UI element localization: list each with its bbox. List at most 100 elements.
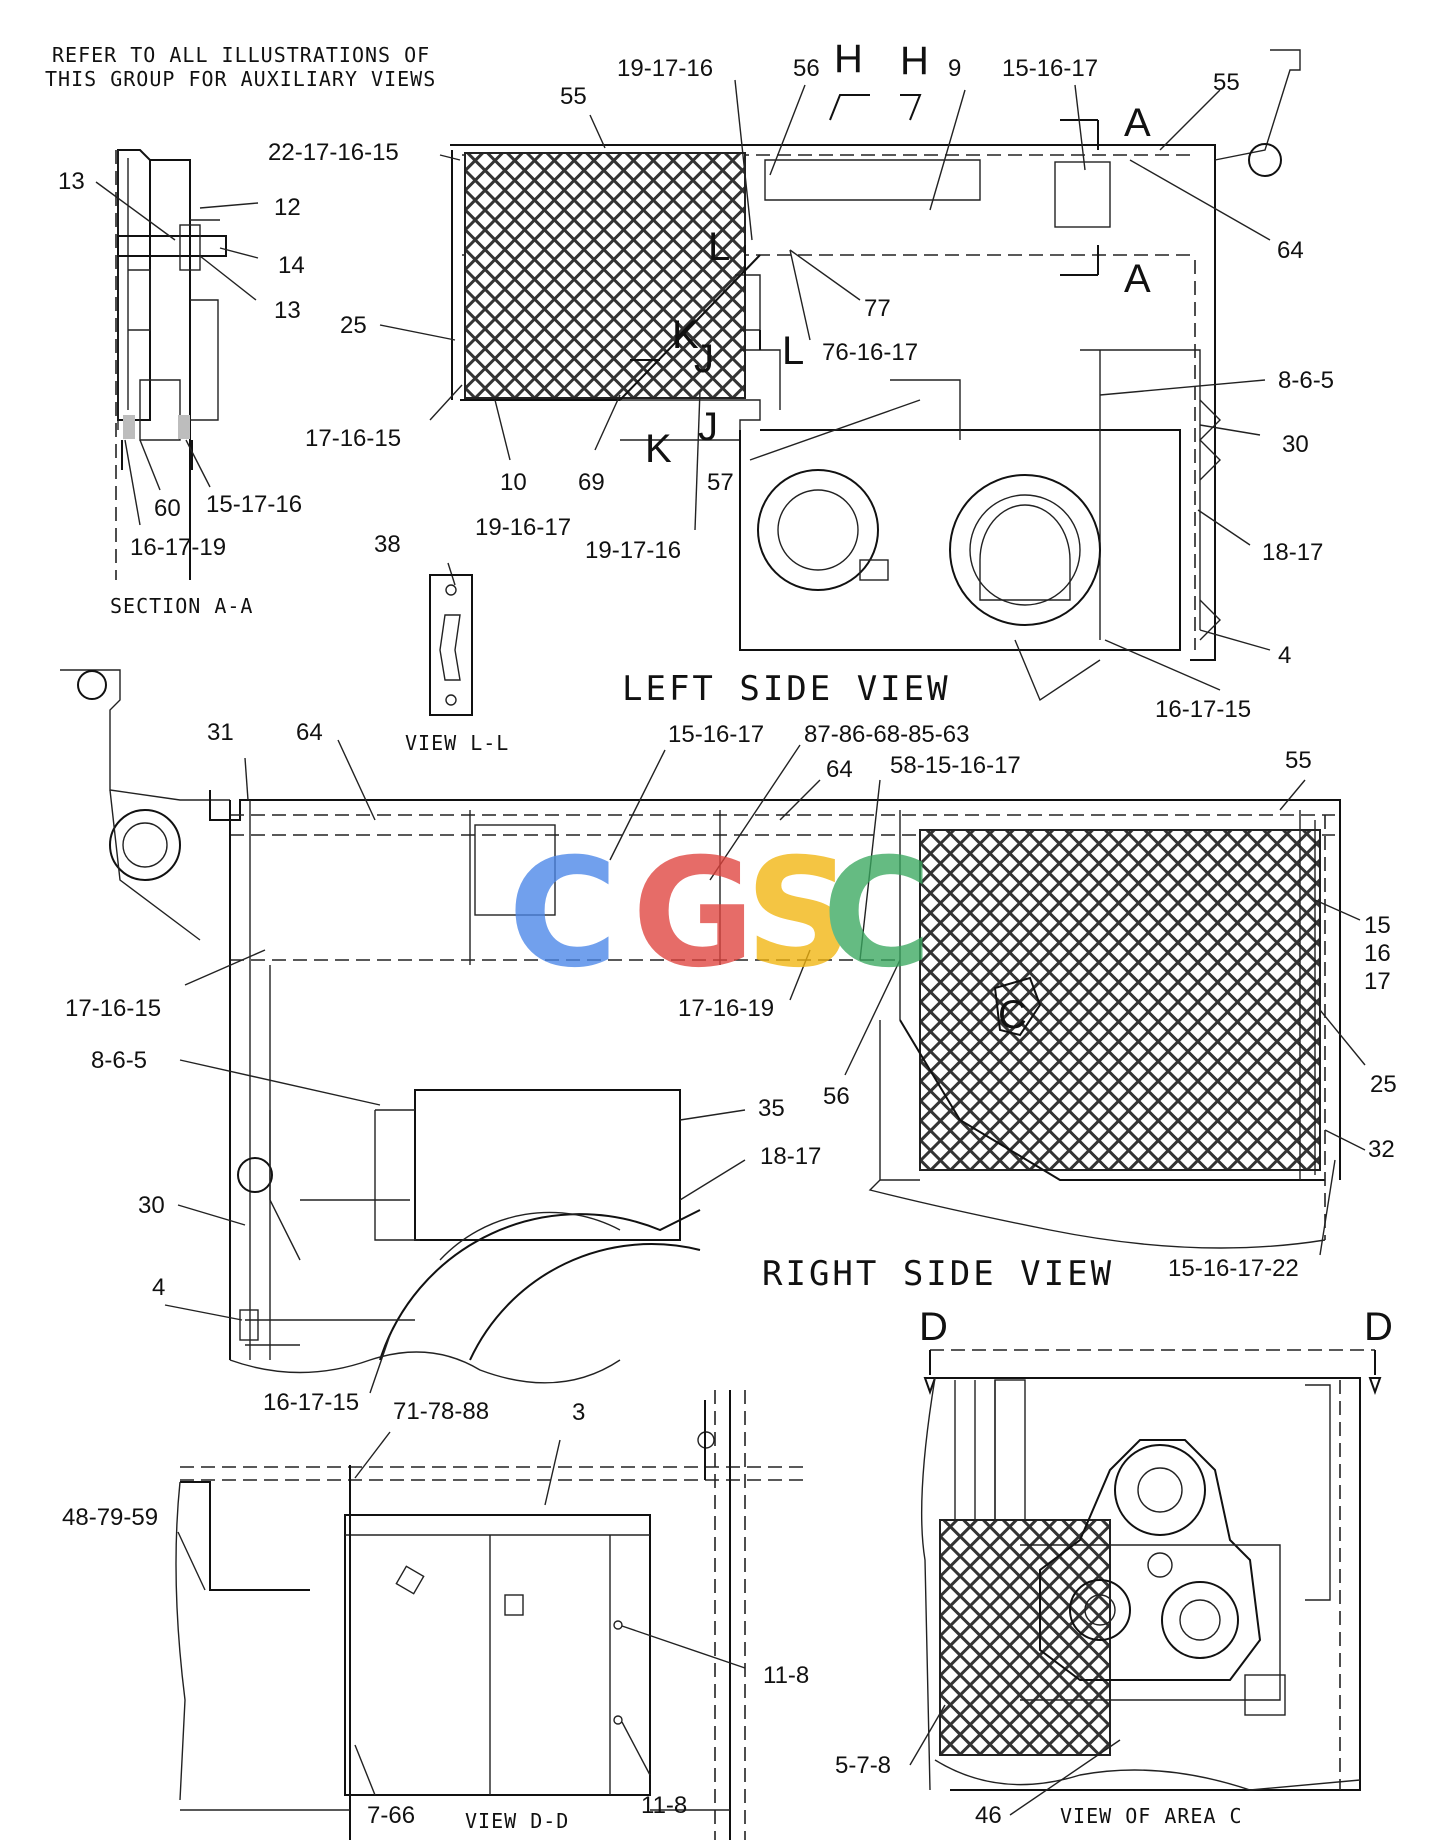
header-note-line-1: REFER TO ALL ILLUSTRATIONS OF bbox=[52, 43, 430, 67]
callout-right-side-9: 16 bbox=[1364, 940, 1391, 967]
callout-section-aa-5: 60 bbox=[154, 495, 181, 522]
view-dd-title: VIEW D-D bbox=[465, 1809, 569, 1833]
marker-l-1: L bbox=[708, 225, 730, 269]
callout-section-aa-3: 14 bbox=[278, 252, 305, 279]
callout-view-dd-2: 3 bbox=[572, 1399, 585, 1426]
marker-k-1: K bbox=[672, 313, 699, 357]
callout-right-side-14: 8-6-5 bbox=[91, 1047, 147, 1074]
callout-left-side-9: 77 bbox=[864, 295, 891, 322]
marker-h-1: H bbox=[834, 37, 863, 81]
callout-right-side-17: 32 bbox=[1368, 1136, 1395, 1163]
callout-view-dd-1: 71-78-88 bbox=[393, 1398, 489, 1425]
callout-view-area-c-1: 5-7-8 bbox=[835, 1752, 891, 1779]
watermark-letter-g: G bbox=[632, 827, 755, 1001]
callout-left-side-10: 25 bbox=[340, 312, 367, 339]
callout-view-dd-3: 48-79-59 bbox=[62, 1504, 158, 1531]
callout-left-side-19: 19-17-16 bbox=[585, 537, 681, 564]
callout-right-side-8: 15 bbox=[1364, 912, 1391, 939]
view-area-c-leaders bbox=[909, 1704, 1121, 1816]
marker-j-1: J bbox=[694, 337, 714, 381]
marker-d-2: D bbox=[1364, 1305, 1393, 1349]
right-side-view-title: RIGHT SIDE VIEW bbox=[762, 1254, 1114, 1294]
callout-left-side-1: 55 bbox=[560, 83, 587, 110]
right-mesh-panel bbox=[919, 829, 1321, 1171]
callout-right-side-11: 17-16-15 bbox=[65, 995, 161, 1022]
header-note-line-2: THIS GROUP FOR AUXILIARY VIEWS bbox=[45, 67, 436, 91]
callout-right-side-16: 35 bbox=[758, 1095, 785, 1122]
callout-left-side-16: 69 bbox=[578, 469, 605, 496]
callout-left-side-18: 19-16-17 bbox=[475, 514, 571, 541]
callout-left-side-5: 15-16-17 bbox=[1002, 55, 1098, 82]
marker-k-2: K bbox=[645, 427, 672, 471]
callout-right-side-13: 25 bbox=[1370, 1071, 1397, 1098]
callout-left-side-6: 55 bbox=[1213, 69, 1240, 96]
callout-view-dd-5: 11-8 bbox=[641, 1792, 687, 1819]
callout-left-side-11: 76-16-17 bbox=[822, 339, 918, 366]
view-ll-drawing bbox=[429, 574, 473, 716]
section-aa-drawing bbox=[115, 149, 227, 580]
callout-right-side-3: 15-16-17 bbox=[668, 721, 764, 748]
callout-section-aa-1: 13 bbox=[58, 168, 85, 195]
callout-right-side-6: 58-15-16-17 bbox=[890, 752, 1021, 779]
callout-section-aa-4: 13 bbox=[274, 297, 301, 324]
callout-right-side-22: 16-17-15 bbox=[263, 1389, 359, 1416]
callout-left-side-2: 19-17-16 bbox=[617, 55, 713, 82]
marker-a-top: A bbox=[1124, 101, 1151, 145]
left-mesh-panel bbox=[464, 152, 746, 399]
callout-right-side-20: 15-16-17-22 bbox=[1168, 1255, 1299, 1282]
callout-section-aa-6: 15-17-16 bbox=[206, 491, 302, 518]
callout-right-side-2: 64 bbox=[296, 719, 323, 746]
view-area-c-drawing bbox=[920, 1349, 1382, 1791]
callout-view-area-c-2: 46 bbox=[975, 1802, 1002, 1829]
callout-section-aa-2: 12 bbox=[274, 194, 301, 221]
area-c-shield bbox=[993, 976, 1042, 1037]
marker-c: C bbox=[998, 993, 1027, 1037]
callout-view-dd-4: 11-8 bbox=[763, 1662, 809, 1689]
callout-left-side-12: 8-6-5 bbox=[1278, 367, 1334, 394]
callout-left-side-8: 64 bbox=[1277, 237, 1304, 264]
view-dd-drawing bbox=[175, 1390, 810, 1840]
callout-right-side-12: 17-16-19 bbox=[678, 995, 774, 1022]
right-side-leaders bbox=[164, 739, 1366, 1394]
callout-left-side-3: 56 bbox=[793, 55, 820, 82]
marker-a-bottom: A bbox=[1124, 257, 1151, 301]
callout-left-side-13: 30 bbox=[1282, 431, 1309, 458]
callout-view-dd-6: 7-66 bbox=[367, 1802, 415, 1829]
callout-left-side-22: 16-17-15 bbox=[1155, 696, 1251, 723]
watermark-letter-c: C bbox=[508, 827, 618, 1001]
callout-right-side-10: 17 bbox=[1364, 968, 1391, 995]
callout-right-side-19: 30 bbox=[138, 1192, 165, 1219]
view-area-c-title: VIEW OF AREA C bbox=[1060, 1804, 1243, 1828]
marker-h-2: H bbox=[900, 39, 929, 83]
view-dd-leaders bbox=[177, 1431, 746, 1796]
left-side-drawing bbox=[450, 49, 1301, 702]
callout-left-side-14: 17-16-15 bbox=[305, 425, 401, 452]
callout-right-side-4: 87-86-68-85-63 bbox=[804, 721, 969, 748]
callout-left-side-23: 38 bbox=[374, 531, 401, 558]
watermark-letter-s: S bbox=[745, 827, 853, 1001]
section-aa-title: SECTION A-A bbox=[110, 594, 253, 618]
callout-left-side-4: 9 bbox=[948, 55, 961, 82]
callout-right-side-18: 18-17 bbox=[760, 1143, 821, 1170]
callout-left-side-7: 22-17-16-15 bbox=[268, 139, 399, 166]
callout-right-side-21: 4 bbox=[152, 1274, 165, 1301]
callout-left-side-20: 18-17 bbox=[1262, 539, 1323, 566]
view-ll-title: VIEW L-L bbox=[405, 731, 509, 755]
right-side-drawing bbox=[60, 669, 1341, 1384]
left-side-leaders bbox=[379, 79, 1271, 691]
callout-left-side-17: 57 bbox=[707, 469, 734, 496]
callout-section-aa-7: 16-17-19 bbox=[130, 534, 226, 561]
callout-left-side-15: 10 bbox=[500, 469, 527, 496]
section-aa-leaders bbox=[95, 181, 259, 526]
callout-right-side-7: 55 bbox=[1285, 747, 1312, 774]
marker-j-2: J bbox=[698, 405, 718, 449]
watermark-letter-c-2: C bbox=[822, 827, 932, 1001]
cgsc-watermark: C G S C bbox=[508, 827, 932, 1001]
callout-right-side-5: 64 bbox=[826, 756, 853, 783]
callout-left-side-21: 4 bbox=[1278, 642, 1291, 669]
marker-d-1: D bbox=[919, 1305, 948, 1349]
callout-right-side-1: 31 bbox=[207, 719, 234, 746]
marker-l-2: L bbox=[782, 329, 804, 373]
area-c-mesh-panel bbox=[939, 1519, 1111, 1756]
